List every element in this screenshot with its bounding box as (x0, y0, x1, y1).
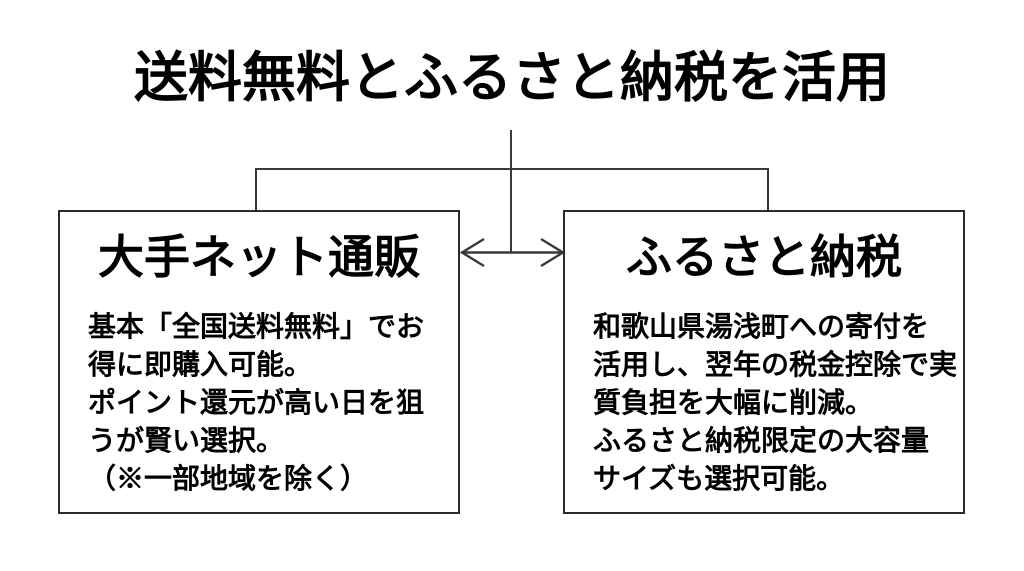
right-box-body-line-4: ふるさと納税限定の大容量 (593, 424, 930, 456)
left-box-body-line-1: 基本「全国送料無料」でお (88, 310, 425, 342)
connector-left-drop-line (255, 168, 257, 212)
left-box: 大手ネット通販 基本「全国送料無料」でお 得に即購入可能。 ポイント還元が高い日… (58, 210, 460, 514)
left-box-body-line-5: （※一部地域を除く） (88, 462, 369, 494)
connector-crossbar-line (255, 168, 769, 170)
left-box-body-line-4: うが賢い選択。 (88, 424, 285, 456)
right-box-body-line-1: 和歌山県湯浅町への寄付を (593, 310, 930, 342)
connector-stem-line (510, 130, 512, 253)
left-box-body-line-3: ポイント還元が高い日を狙 (88, 386, 425, 418)
left-box-heading: 大手ネット通販 (98, 232, 420, 283)
right-box-body-line-3: 質負担を大幅に削減。 (593, 386, 874, 418)
right-box-body-line-2: 活用し、翌年の税金控除で実 (593, 348, 958, 380)
right-box-heading: ふるさと納税 (626, 232, 902, 283)
connector-right-drop-line (767, 168, 769, 212)
page-title: 送料無料とふるさと納税を活用 (134, 48, 890, 108)
left-box-body-line-2: 得に即購入可能。 (88, 348, 313, 380)
right-box-body-line-5: サイズも選択可能。 (593, 462, 845, 494)
right-box: ふるさと納税 和歌山県湯浅町への寄付を 活用し、翌年の税金控除で実 質負担を大幅… (563, 210, 965, 514)
left-box-body: 基本「全国送料無料」でお 得に即購入可能。 ポイント還元が高い日を狙 うが賢い選… (60, 288, 458, 498)
double-arrow-icon (459, 237, 566, 268)
right-box-body: 和歌山県湯浅町への寄付を 活用し、翌年の税金控除で実 質負担を大幅に削減。 ふる… (565, 288, 963, 498)
